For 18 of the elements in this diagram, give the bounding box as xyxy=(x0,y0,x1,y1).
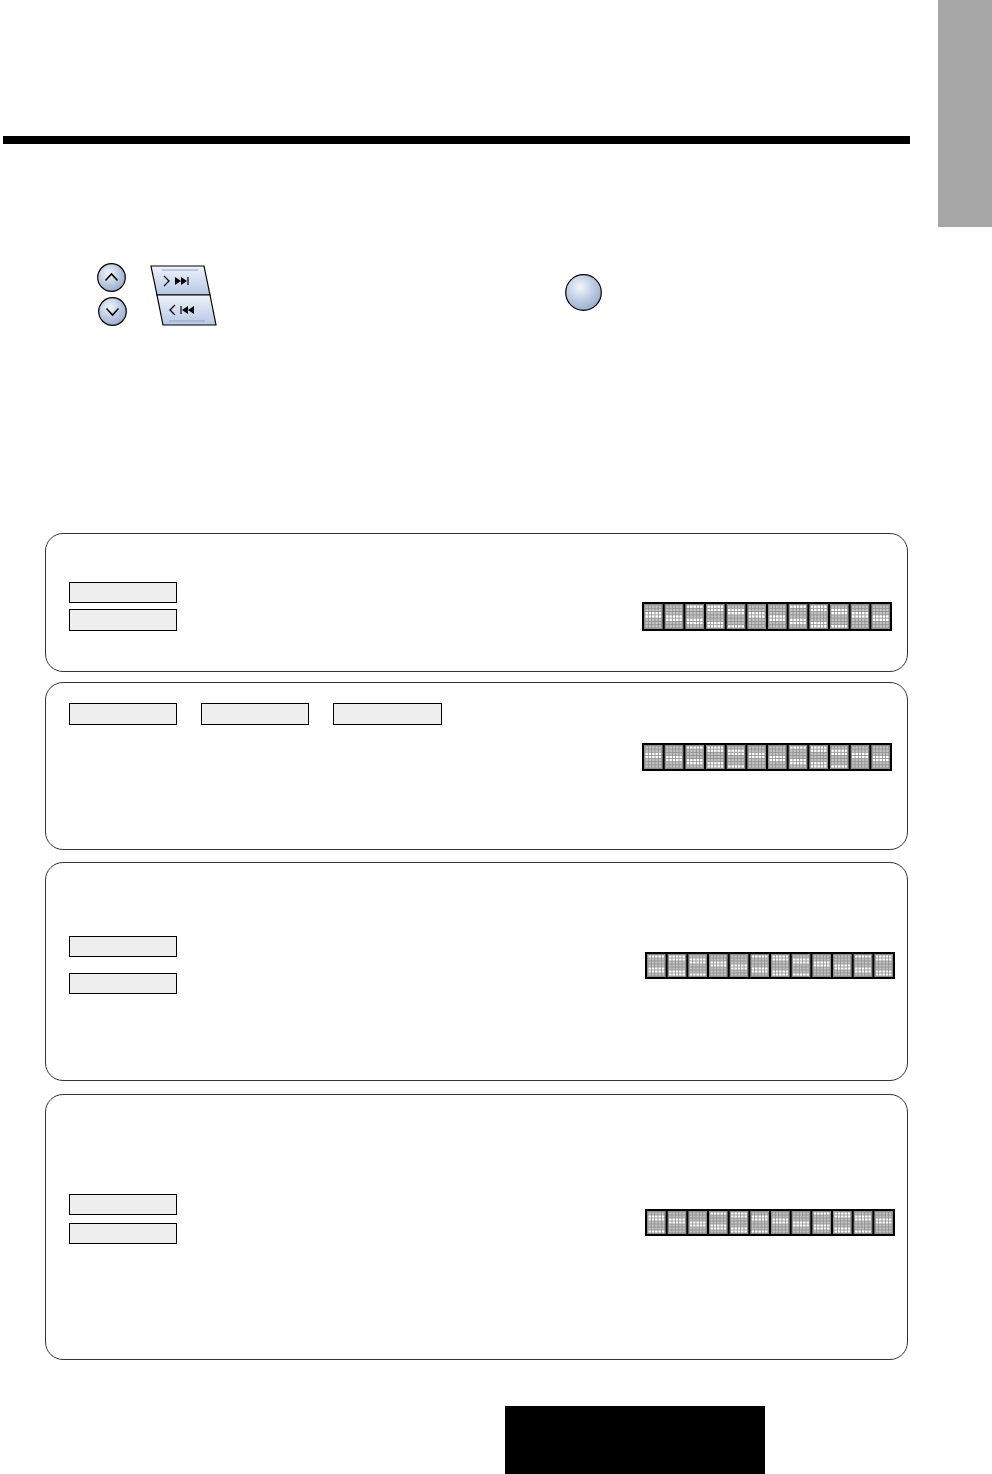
blank-label-box xyxy=(69,582,177,603)
dot-matrix-display xyxy=(645,952,895,979)
rounded-panel xyxy=(45,1094,908,1360)
dot-matrix-display xyxy=(642,743,892,771)
blank-label-box xyxy=(69,973,177,994)
side-tab xyxy=(938,0,992,227)
blank-label-box xyxy=(69,1223,177,1244)
blank-label-box xyxy=(333,703,442,725)
rounded-panel xyxy=(45,533,908,672)
dot-matrix-display xyxy=(642,602,892,631)
rounded-panel xyxy=(45,682,908,850)
rounded-panel xyxy=(45,862,908,1081)
blank-label-box xyxy=(69,1194,177,1215)
blank-label-box xyxy=(201,703,309,725)
dot-matrix-display xyxy=(645,1209,895,1236)
blank-label-box xyxy=(69,609,177,631)
blank-label-box xyxy=(69,703,177,725)
blank-label-box xyxy=(69,936,177,957)
